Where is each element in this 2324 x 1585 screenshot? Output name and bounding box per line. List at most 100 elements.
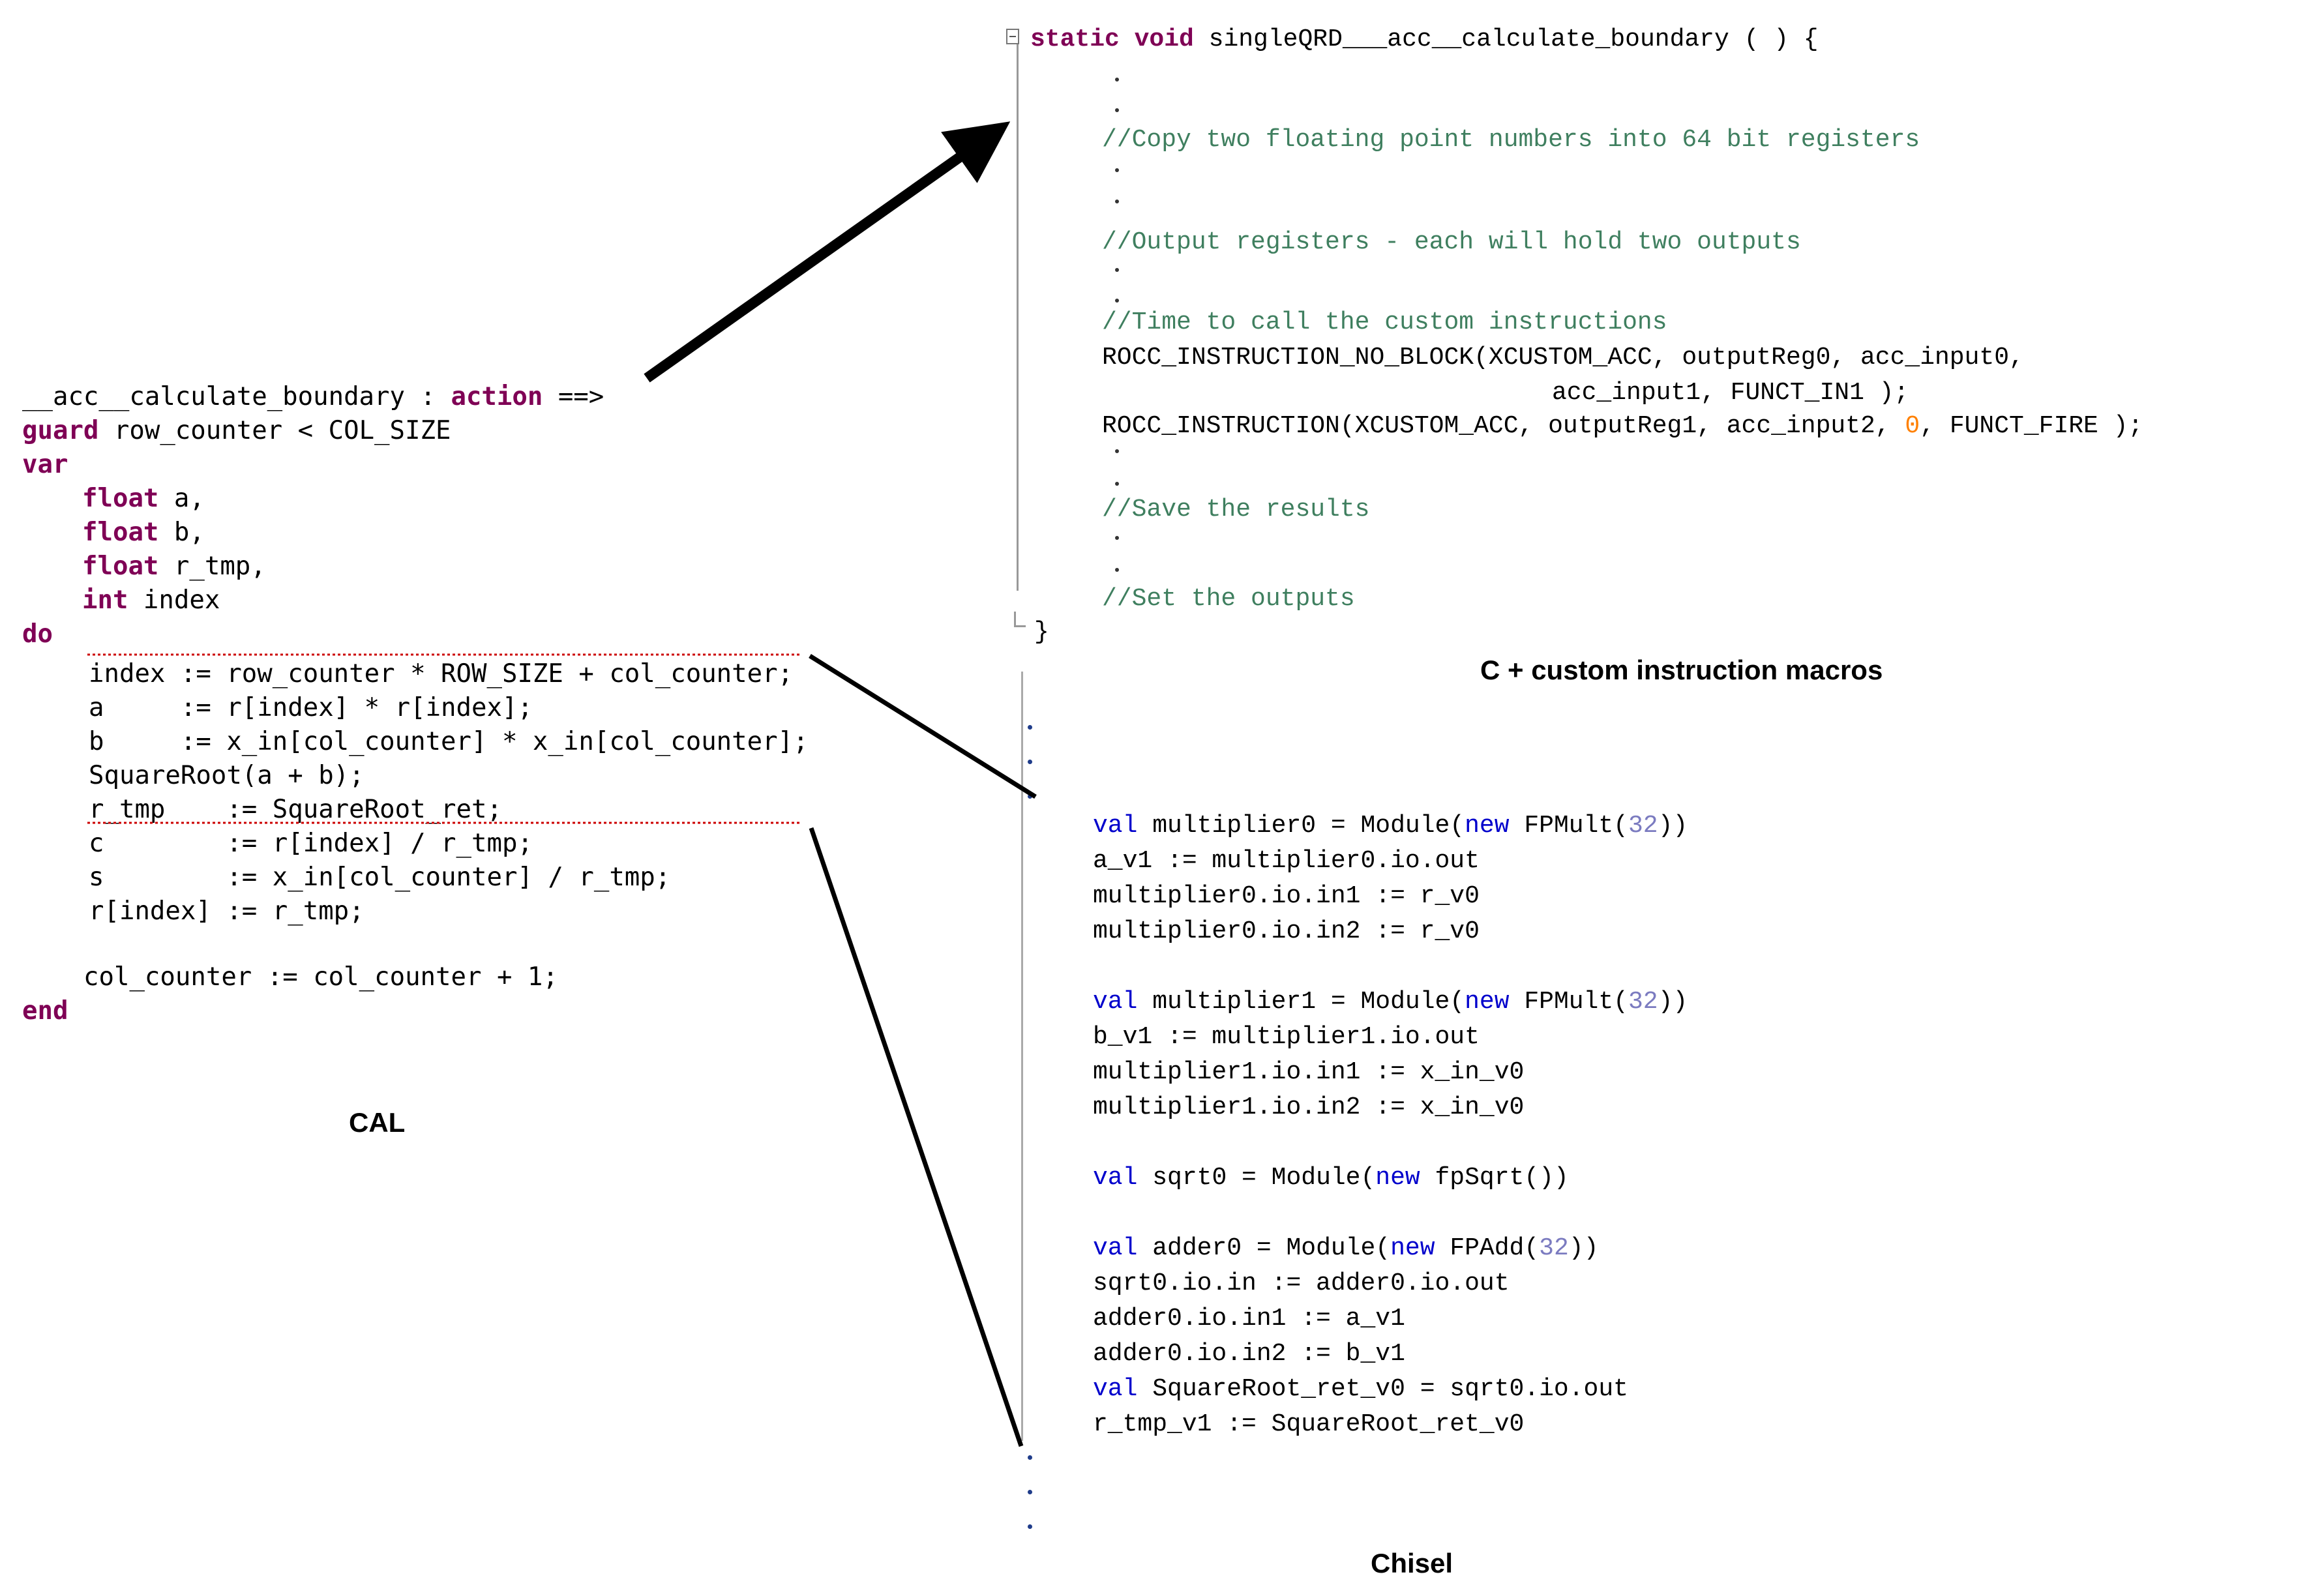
- c-code-block: static void singleQRD___acc__calculate_b…: [1030, 0, 2143, 646]
- ellipsis-dot: [1028, 1490, 1032, 1494]
- connector-bottom-to-chisel: [809, 827, 1024, 1447]
- cal-body-line: index := row_counter * ROW_SIZE + col_co…: [89, 659, 794, 689]
- fold-collapse-icon: [1006, 29, 1019, 44]
- chisel-mult1-decl: val multiplier1 = Module(new FPMult(32)): [1093, 986, 1688, 1018]
- decl-name: a,: [158, 484, 205, 513]
- keyword-new: new: [1375, 1164, 1420, 1192]
- decl-name: r_tmp,: [158, 552, 266, 581]
- chisel-line: multiplier1.io.in1 := x_in_v0: [1093, 1058, 1525, 1086]
- keyword-static-void: static void: [1030, 25, 1194, 53]
- rocc-no-block-line: ROCC_INSTRUCTION_NO_BLOCK(XCUSTOM_ACC, o…: [1102, 344, 2024, 372]
- closing-brace: }: [1034, 618, 1049, 646]
- comment-save: //Save the results: [1102, 496, 1370, 524]
- rocc-args: ROCC_INSTRUCTION(XCUSTOM_ACC, outputReg1…: [1102, 412, 1905, 440]
- chisel-line: adder0.io.in2 := b_v1: [1093, 1340, 1405, 1368]
- cal-decl-rtmp: float r_tmp,: [82, 550, 266, 583]
- decl-name: multiplier0 = Module(: [1137, 812, 1465, 840]
- cal-body-line: SquareRoot(a + b);: [89, 761, 365, 790]
- caption-cal: CAL: [349, 1107, 406, 1138]
- ellipsis-dot: [1115, 568, 1119, 572]
- decl-name: index: [128, 585, 220, 615]
- ellipsis-dot: [1115, 449, 1119, 453]
- action-arrow: ==>: [543, 382, 604, 411]
- comment-copy: //Copy two floating point numbers into 6…: [1102, 126, 1920, 154]
- class-name: FPMult(: [1509, 812, 1628, 840]
- fold-end-marker: [1014, 612, 1026, 627]
- cal-body-line: a := r[index] * r[index];: [89, 693, 533, 722]
- cal-body-line: b := x_in[col_counter] * x_in[col_counte…: [89, 727, 809, 756]
- ellipsis-dot: [1028, 1455, 1032, 1460]
- arrow-cal-to-c: [644, 121, 1011, 383]
- cal-body-line: r_tmp := SquareRoot_ret;: [89, 795, 502, 824]
- decl-name: adder0 = Module(: [1137, 1234, 1391, 1262]
- cal-increment-line: col_counter := col_counter + 1;: [83, 962, 558, 992]
- decl-type: float: [82, 484, 159, 513]
- ellipsis-dot: [1115, 78, 1119, 81]
- decl-type: int: [82, 585, 128, 615]
- chisel-line: r_tmp_v1 := SquareRoot_ret_v0: [1093, 1410, 1525, 1438]
- decl-name: sqrt0 = Module(: [1137, 1164, 1376, 1192]
- decl-type: float: [82, 518, 159, 547]
- ellipsis-dot: [1115, 482, 1119, 486]
- keyword-val: val: [1093, 812, 1138, 840]
- keyword-new: new: [1465, 812, 1510, 840]
- width-number: 32: [1628, 812, 1658, 840]
- connector-top-to-chisel: [809, 654, 1037, 799]
- close-parens: )): [1658, 812, 1688, 840]
- ellipsis-dot: [1028, 760, 1032, 764]
- keyword-new: new: [1390, 1234, 1435, 1262]
- keyword-new: new: [1465, 988, 1510, 1016]
- chisel-sqrt-decl: val sqrt0 = Module(new fpSqrt()): [1093, 1162, 1569, 1194]
- keyword-val: val: [1093, 1234, 1138, 1262]
- rocc-no-block-cont: acc_input1, FUNCT_IN1 );: [1552, 379, 1909, 407]
- cal-guard-line: guard row_counter < COL_SIZE: [22, 415, 451, 447]
- cal-body-line: c := r[index] / r_tmp;: [89, 829, 533, 858]
- decl-name: multiplier1 = Module(: [1137, 988, 1465, 1016]
- keyword-action: action: [451, 382, 543, 411]
- ellipsis-dot: [1115, 299, 1119, 303]
- keyword-do: do: [22, 619, 53, 649]
- chisel-line: sqrt0.io.in := adder0.io.out: [1093, 1269, 1510, 1297]
- c-function-signature: static void singleQRD___acc__calculate_b…: [1030, 23, 1819, 56]
- cal-decl-b: float b,: [82, 516, 205, 549]
- rocc-zero: 0: [1905, 412, 1920, 440]
- close-parens: )): [1568, 1234, 1599, 1262]
- ellipsis-dot: [1028, 1524, 1032, 1529]
- caption-chisel: Chisel: [1371, 1548, 1453, 1578]
- ellipsis-dot: [1115, 268, 1119, 272]
- decl-rest: SquareRoot_ret_v0 = sqrt0.io.out: [1137, 1375, 1628, 1403]
- comment-output: //Output registers - each will hold two …: [1102, 228, 1801, 256]
- keyword-var: var: [22, 450, 68, 479]
- cal-body-line: s := x_in[col_counter] / r_tmp;: [89, 863, 671, 892]
- ellipsis-dot: [1028, 725, 1032, 730]
- rocc-funct: , FUNCT_FIRE );: [1920, 412, 2143, 440]
- ellipsis-dot: [1115, 108, 1119, 112]
- keyword-guard: guard: [22, 416, 99, 445]
- ellipsis-dot: [1028, 794, 1032, 799]
- decl-type: float: [82, 552, 159, 581]
- action-separator: :: [405, 382, 451, 411]
- ellipsis-dot: [1115, 536, 1119, 540]
- keyword-val: val: [1093, 1164, 1138, 1192]
- chisel-line: multiplier0.io.in1 := r_v0: [1093, 882, 1480, 910]
- comment-time: //Time to call the custom instructions: [1102, 308, 1667, 336]
- caption-c-macros: C + custom instruction macros: [1480, 655, 1883, 685]
- chisel-line: multiplier0.io.in2 := r_v0: [1093, 917, 1480, 945]
- decl-name: b,: [158, 518, 205, 547]
- chisel-line: b_v1 := multiplier1.io.out: [1093, 1023, 1480, 1051]
- class-name: FPMult(: [1509, 988, 1628, 1016]
- chisel-mult0-decl: val multiplier0 = Module(new FPMult(32)): [1093, 810, 1688, 842]
- cal-decl-a: float a,: [82, 482, 205, 515]
- guard-condition: row_counter < COL_SIZE: [98, 416, 451, 445]
- rocc-fire-line: ROCC_INSTRUCTION(XCUSTOM_ACC, outputReg1…: [1102, 410, 2143, 443]
- cal-code-block: __acc__calculate_boundary : action ==> g…: [22, 0, 809, 1026]
- comment-set: //Set the outputs: [1102, 585, 1355, 613]
- function-name: singleQRD___acc__calculate_boundary ( ) …: [1193, 25, 1819, 53]
- width-number: 32: [1628, 988, 1658, 1016]
- keyword-val: val: [1093, 1375, 1138, 1403]
- chisel-code-block: val multiplier0 = Module(new FPMult(32))…: [1093, 0, 1688, 1438]
- chisel-adder-decl: val adder0 = Module(new FPAdd(32)): [1093, 1232, 1598, 1265]
- width-number: 32: [1539, 1234, 1569, 1262]
- chisel-guide-line: [1021, 672, 1023, 1441]
